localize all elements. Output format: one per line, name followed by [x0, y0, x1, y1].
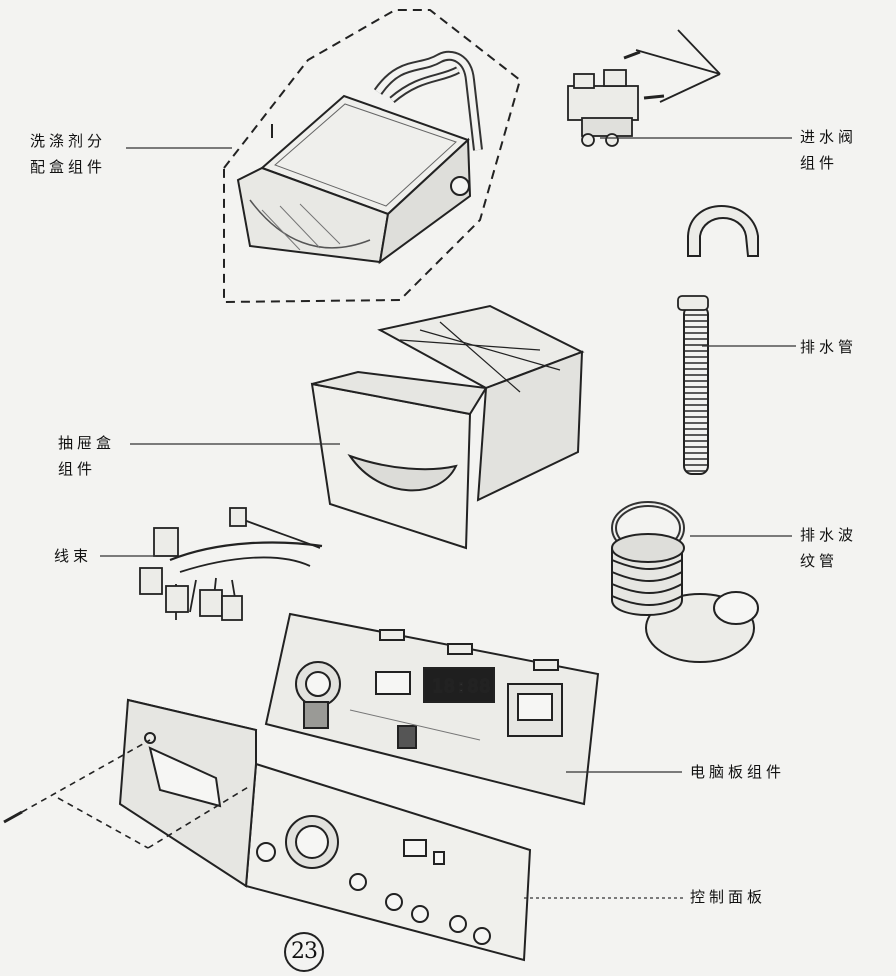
label-inlet-valve: 进水阀 组件 — [800, 124, 857, 176]
dashed-outline — [223, 9, 522, 304]
leader-lines — [100, 137, 796, 899]
pcb-assembly: 18:88 — [264, 612, 600, 806]
mounting-screw — [3, 739, 251, 849]
inlet-valve-assembly — [567, 29, 721, 147]
label-wire-harness: 线束 — [54, 547, 93, 565]
drawer-box-assembly — [310, 304, 585, 550]
label-drain-hose: 排水管 — [800, 338, 858, 356]
label-inlet-valve-line1: 进水阀 — [800, 128, 858, 146]
label-drawer-box: 抽屉盒 组件 — [58, 430, 115, 482]
label-drain-bellows-line1: 排水波 — [800, 526, 858, 544]
drain-hose — [677, 295, 709, 475]
label-detergent-box-line1: 洗涤剂分 — [30, 132, 107, 150]
label-drain-bellows: 排水波 纹管 — [800, 522, 857, 574]
label-pcb-assembly: 电脑板组件 — [690, 763, 786, 781]
label-drain-bellows-line2: 纹管 — [800, 552, 839, 570]
hose-clip — [687, 205, 759, 257]
page-number: 23 — [284, 932, 324, 972]
label-drawer-box-line1: 抽屉盒 — [58, 434, 116, 452]
wire-harness — [139, 507, 323, 621]
detergent-dispenser-assembly — [223, 9, 522, 304]
label-control-panel: 控制面板 — [690, 888, 767, 906]
label-drawer-box-line2: 组件 — [58, 460, 97, 478]
control-panel — [118, 698, 532, 962]
label-detergent-box-line2: 配盒组件 — [30, 158, 107, 176]
pcb-display-digits: 18:88 — [432, 676, 491, 697]
label-detergent-box: 洗涤剂分 配盒组件 — [30, 128, 106, 180]
drain-bellows — [611, 501, 759, 663]
label-inlet-valve-line2: 组件 — [800, 154, 839, 172]
